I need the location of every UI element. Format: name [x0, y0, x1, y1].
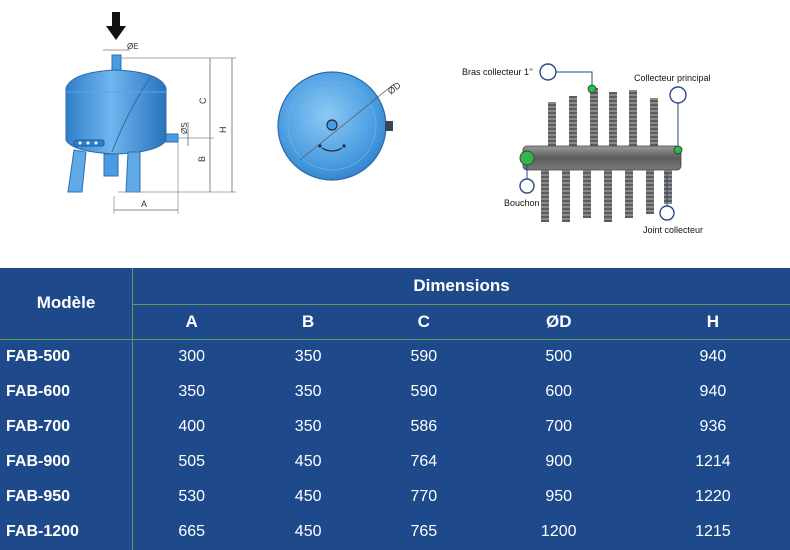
- value-cell: 505: [178, 453, 206, 470]
- label-principal: Collecteur principal: [634, 73, 711, 83]
- value-cell: 770: [410, 488, 438, 505]
- diagram-svg: ØE H C: [65, 12, 711, 235]
- value-cell: 765: [410, 523, 438, 540]
- value-cell: 665: [178, 523, 206, 540]
- bouchon-marker: [519, 150, 535, 166]
- callout-bras-icon: [539, 63, 557, 81]
- collector-arms: [541, 88, 672, 222]
- value-cell: 350: [178, 383, 206, 400]
- value-cell: 450: [294, 488, 322, 505]
- value-cell: 900: [545, 453, 573, 470]
- header-dimensions: Dimensions: [132, 268, 790, 305]
- label-s: ØS: [180, 122, 189, 134]
- collector-diagram: Bras collecteur 1’’ Collecteur principal…: [462, 63, 711, 235]
- model-cell: FAB-600: [0, 374, 133, 410]
- column-header: H: [635, 304, 790, 340]
- model-cell: FAB-950: [0, 479, 133, 515]
- value-cell: 1215: [695, 523, 731, 540]
- value-cell: 940: [699, 348, 727, 365]
- label-a: A: [141, 199, 147, 209]
- table-row: FAB-600 350 350 590 600 940: [0, 374, 790, 410]
- model-cell: FAB-500: [0, 339, 133, 375]
- top-port: [326, 119, 338, 131]
- table-row: FAB-950 530 450 770 950 1220: [0, 479, 790, 515]
- value-cell: 590: [410, 383, 438, 400]
- model-cell: FAB-900: [0, 444, 133, 480]
- value-cell: 400: [178, 418, 206, 435]
- handle-icon: [321, 147, 343, 152]
- callout-principal-icon: [669, 86, 687, 104]
- value-cell: 300: [178, 348, 206, 365]
- value-cell: 1200: [540, 523, 577, 540]
- value-cell: 1220: [695, 488, 731, 505]
- callout-joint-icon: [659, 205, 675, 221]
- label-e: ØE: [127, 42, 139, 51]
- value-cell: 764: [410, 453, 438, 470]
- leg-right: [125, 151, 141, 193]
- table-row: FAB-900 505 450 764 900 1214: [0, 444, 790, 480]
- column-header: A: [132, 304, 251, 340]
- label-bras: Bras collecteur 1’’: [462, 67, 533, 77]
- value-cell: 586: [410, 418, 438, 435]
- tank-top-view: ØD: [277, 71, 403, 181]
- table-row: FAB-1200 665 450 765 1200 1215: [0, 514, 790, 550]
- table-row: FAB-500 300 350 590 500 940: [0, 339, 790, 375]
- value-cell: 350: [294, 348, 322, 365]
- value-cell: 600: [545, 383, 573, 400]
- header-model: Modèle: [0, 268, 133, 340]
- value-cell: 450: [294, 523, 322, 540]
- value-cell: 936: [699, 418, 727, 435]
- column-header: B: [250, 304, 366, 340]
- value-cell: 940: [699, 383, 727, 400]
- model-cell: FAB-700: [0, 409, 133, 445]
- diagram-area: ØE H C: [0, 0, 790, 268]
- value-cell: 350: [294, 418, 322, 435]
- value-cell: 530: [178, 488, 206, 505]
- column-header: ØD: [481, 304, 636, 340]
- leg-left: [67, 149, 87, 193]
- callout-bouchon-icon: [519, 178, 535, 194]
- value-cell: 1214: [695, 453, 731, 470]
- value-cell: 700: [545, 418, 573, 435]
- value-cell: 350: [294, 383, 322, 400]
- label-d: ØD: [386, 80, 403, 96]
- label-b: B: [197, 156, 207, 162]
- label-h: H: [218, 127, 228, 134]
- tank-side-view: ØE H C: [65, 12, 236, 214]
- table-row: FAB-700 400 350 586 700 936: [0, 409, 790, 445]
- value-cell: 590: [410, 348, 438, 365]
- bottom-outlet: [103, 153, 119, 177]
- top-side-nozzle: [385, 121, 393, 131]
- arrow-down-icon: [106, 12, 126, 40]
- label-c: C: [198, 97, 208, 104]
- value-cell: 950: [545, 488, 573, 505]
- side-nozzle: [165, 133, 179, 143]
- model-cell: FAB-1200: [0, 514, 133, 550]
- label-bouchon: Bouchon: [504, 198, 540, 208]
- column-header: C: [365, 304, 482, 340]
- main-collector-pipe: [522, 145, 682, 171]
- value-cell: 450: [294, 453, 322, 470]
- label-joint: Joint collecteur: [643, 225, 703, 235]
- value-cell: 500: [545, 348, 573, 365]
